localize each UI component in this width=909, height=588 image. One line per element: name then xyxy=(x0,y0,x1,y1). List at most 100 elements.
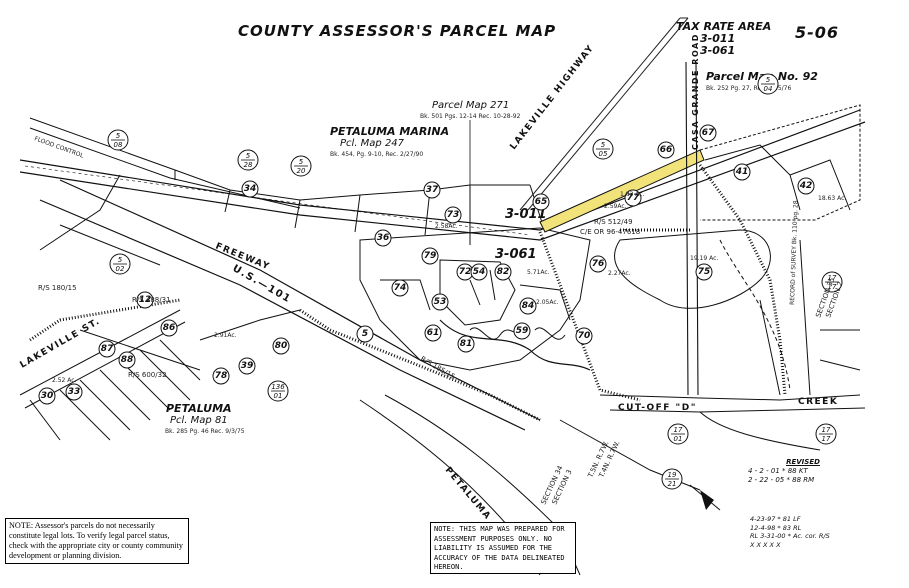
svg-text:39: 39 xyxy=(241,361,254,371)
revised-heading: REVISED xyxy=(786,458,820,466)
petaluma-pcl-81-ref: Bk. 285 Pg. 46 Rec. 9/3/75 xyxy=(165,428,245,435)
svg-text:17: 17 xyxy=(828,274,837,282)
acreage-label: 2.59Ac. xyxy=(604,203,627,210)
acreage-label: 19.19 Ac. xyxy=(690,255,718,262)
right-parcels xyxy=(614,104,861,396)
svg-text:80: 80 xyxy=(275,341,288,351)
parcel-number-78: 78 xyxy=(212,367,230,385)
book-page-reference: 508 xyxy=(107,129,129,151)
revision-block: REVISED 4 - 2 - 01 * 88 KT 2 - 22 - 05 *… xyxy=(748,458,858,485)
svg-text:37: 37 xyxy=(426,185,439,195)
svg-text:74: 74 xyxy=(394,283,407,293)
casa-grande-road xyxy=(685,61,699,396)
svg-text:01: 01 xyxy=(674,435,683,443)
svg-text:67: 67 xyxy=(702,128,715,138)
svg-text:20: 20 xyxy=(297,167,306,175)
parcel-number-84: 84 xyxy=(519,297,537,315)
svg-text:66: 66 xyxy=(660,145,673,155)
parcel-number-88: 88 xyxy=(118,351,136,369)
tax-rate-code-2: 3-061 xyxy=(700,44,735,57)
acreage-label: 2.58Ac. xyxy=(435,223,458,230)
svg-text:78: 78 xyxy=(215,371,228,381)
parcel-number-54: 54 xyxy=(470,263,488,281)
svg-text:5: 5 xyxy=(299,158,304,166)
map-title: COUNTY ASSESSOR'S PARCEL MAP xyxy=(238,22,556,40)
svg-text:5: 5 xyxy=(118,256,123,264)
svg-text:5: 5 xyxy=(766,76,771,84)
parcel-number-61: 61 xyxy=(424,324,442,342)
book-page-reference: 504 xyxy=(757,73,779,95)
svg-text:5: 5 xyxy=(601,141,606,149)
road-casa-grande: CASA GRANDE ROAD xyxy=(691,33,700,150)
parcel-number-41: 41 xyxy=(733,163,751,181)
svg-text:42: 42 xyxy=(799,181,813,191)
parcel-map-271-title: Parcel Map 271 xyxy=(432,100,509,111)
parcel-number-59: 59 xyxy=(513,322,531,340)
parcel-number-80: 80 xyxy=(272,337,290,355)
parcel-number-86: 86 xyxy=(160,319,178,337)
svg-text:81: 81 xyxy=(460,339,473,349)
acreage-label: 2.91Ac. xyxy=(214,332,237,339)
tax-rate-code-1: 3-011 xyxy=(700,32,735,45)
parcel-map-92-ref: Bk. 252 Pg. 27, Rec. 3/25/76 xyxy=(706,85,791,92)
central-parcels xyxy=(359,227,591,371)
svg-text:72: 72 xyxy=(459,267,472,277)
petaluma-marina-title: PETALUMA MARINA xyxy=(330,125,449,138)
assessment-disclaimer: NOTE: THIS MAP WAS PREPARED FOR ASSESSME… xyxy=(430,522,576,574)
parcel-number-39: 39 xyxy=(238,357,256,375)
tax-area-label-2: 3-061 xyxy=(495,247,537,262)
road-creek: CREEK xyxy=(798,397,838,407)
revision-entry: 4 - 2 - 01 * 88 KT xyxy=(748,467,808,475)
parcel-number-74: 74 xyxy=(391,279,409,297)
parcel-number-34: 34 xyxy=(241,180,259,198)
acreage-label: 2.27Ac. xyxy=(608,270,631,277)
svg-text:41: 41 xyxy=(735,167,749,177)
svg-text:86: 86 xyxy=(163,323,176,333)
book-page-reference: 520 xyxy=(290,155,312,177)
road-lakeville-highway: LAKEVILLE HIGHWAY xyxy=(508,43,596,152)
parcel-number-5: 5 xyxy=(356,325,374,343)
svg-text:17: 17 xyxy=(674,426,683,434)
svg-text:17: 17 xyxy=(822,426,831,434)
north-arrow xyxy=(689,484,721,511)
svg-text:87: 87 xyxy=(101,344,114,354)
svg-text:04: 04 xyxy=(764,85,773,93)
road-lakeville-st: LAKEVILLE ST. xyxy=(19,316,103,370)
recording-label: R/S 488/31 xyxy=(132,296,171,304)
acreage-label: 1.83 Ac. xyxy=(620,191,645,198)
svg-text:61: 61 xyxy=(427,328,440,338)
svg-text:08: 08 xyxy=(114,141,123,149)
svg-text:05: 05 xyxy=(599,150,608,158)
acreage-label: 2.52 Ac. xyxy=(52,377,77,384)
revision-entry: RL 3-31-00 * Ac. cor. R/S xyxy=(750,532,830,540)
legal-lot-note: NOTE: Assessor's parcels do not necessar… xyxy=(5,518,189,564)
recording-label: R/S 600/32 xyxy=(128,371,167,379)
petaluma-marina-sub: Pcl. Map 247 xyxy=(340,138,405,149)
revision-entry: 12-4-98 * 83 RL xyxy=(750,523,802,532)
parcel-number-65: 65 xyxy=(532,193,550,211)
svg-text:59: 59 xyxy=(516,326,529,336)
svg-text:73: 73 xyxy=(447,210,460,220)
svg-text:36: 36 xyxy=(377,233,390,243)
parcel-number-70: 70 xyxy=(575,327,593,345)
upper-left-parcels xyxy=(29,117,546,251)
svg-text:5: 5 xyxy=(246,152,251,160)
railroad-lines xyxy=(519,17,689,211)
svg-text:12: 12 xyxy=(139,295,152,305)
parcel-number-12: 12 xyxy=(136,291,154,309)
acreage-label: 18.63 Ac. xyxy=(818,195,846,202)
svg-text:76: 76 xyxy=(592,259,605,269)
svg-text:82: 82 xyxy=(497,267,510,277)
parcel-number-37: 37 xyxy=(423,181,441,199)
parcel-number-82: 82 xyxy=(494,263,512,281)
svg-text:01: 01 xyxy=(274,392,283,400)
acreage-label: 5.71Ac. xyxy=(527,269,550,276)
svg-text:17: 17 xyxy=(822,435,831,443)
tax-area-label-1: 3-011 xyxy=(505,207,547,222)
petaluma-pcl-81-sub: Pcl. Map 81 xyxy=(170,415,228,426)
